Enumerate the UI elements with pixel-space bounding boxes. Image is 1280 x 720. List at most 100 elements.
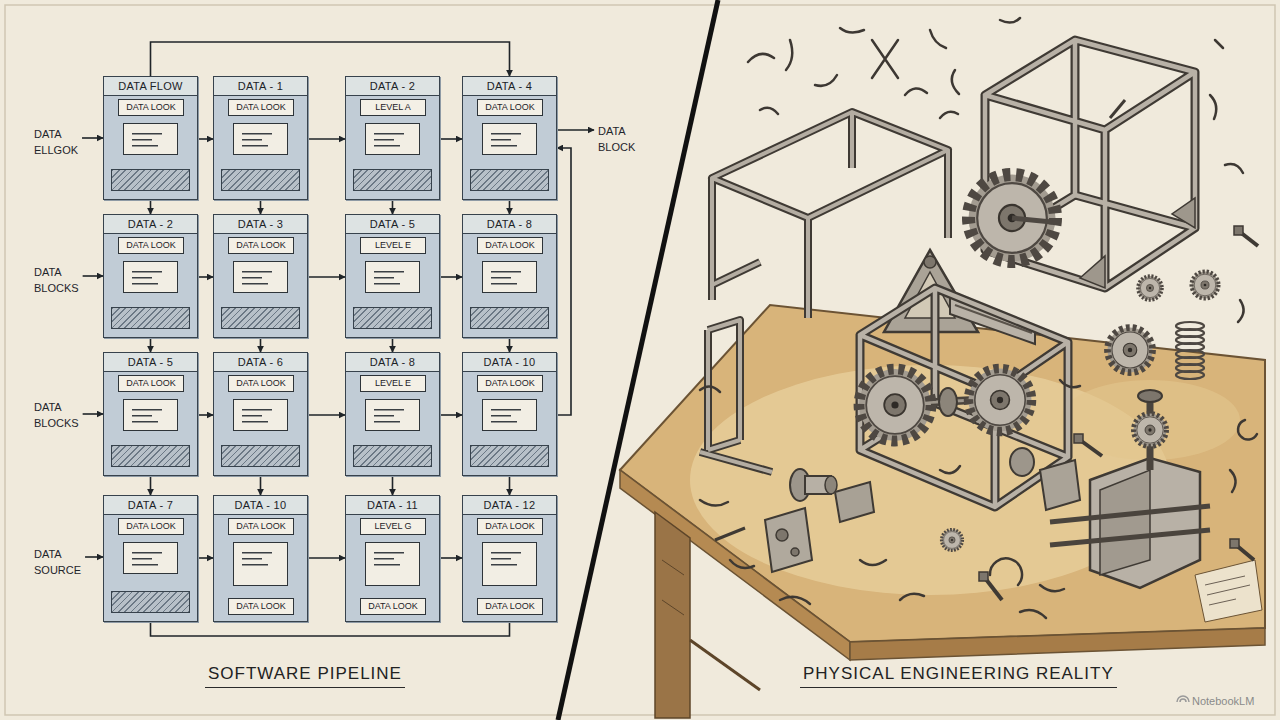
flow-connector: [440, 138, 462, 140]
input-arrow: [557, 129, 594, 131]
stage-header: DATA - 5: [128, 355, 173, 370]
cube-frame: [1172, 198, 1195, 228]
bracket-block: [825, 476, 837, 494]
small-gears: [1108, 328, 1153, 373]
vise-assembly: [1100, 470, 1150, 575]
flow-connector: [150, 200, 152, 214]
pipeline-stage-box: DATA - 1DATA LOOK: [213, 76, 308, 200]
tag-text: LEVEL E: [375, 239, 411, 252]
flow-connector: [392, 338, 394, 352]
stage-header: DATA - 10: [484, 355, 536, 370]
data-look-tag: DATA LOOK: [118, 237, 184, 254]
panel-divider: [558, 0, 718, 720]
hatched-bar: [111, 169, 190, 191]
pipeline-stage-box: DATA - 11 LEVEL G DATA LOOK: [345, 495, 440, 622]
process-block: [365, 542, 420, 586]
data-look-tag: LEVEL A: [360, 99, 426, 116]
pipeline-stage-box: DATA - 6DATA LOOK: [213, 352, 308, 476]
scrap-wires: [1230, 470, 1236, 492]
data-look-tag: DATA LOOK: [228, 518, 294, 535]
stage-header: DATA - 8: [370, 355, 415, 370]
main-frame: [860, 288, 1068, 507]
spring: [1176, 322, 1204, 379]
workbench: [655, 512, 690, 718]
scrap-wires: [700, 386, 720, 392]
input-label: DATA BLOCKS: [34, 264, 79, 296]
stage-header: DATA - 4: [487, 79, 532, 94]
process-block: [482, 261, 537, 293]
hatched-bar: [353, 169, 432, 191]
data-look-tag: DATA LOOK: [228, 598, 294, 615]
pipeline-connectors: [151, 42, 572, 636]
pipeline-stage-box: DATA - 10 DATA LOOK: [462, 352, 557, 476]
flow-connector: [308, 557, 345, 559]
tag-text: DATA LOOK: [126, 239, 176, 252]
tag-text: LEVEL A: [375, 101, 411, 114]
watermark-icon: [1177, 696, 1189, 702]
bracket-block: [835, 482, 874, 522]
data-look-tag: DATA LOOK: [477, 237, 543, 254]
data-look-tag: DATA LOOK: [360, 598, 426, 615]
a-bracket: [924, 256, 936, 268]
scrap-wires: [815, 75, 837, 86]
data-look-tag: DATA LOOK: [477, 598, 543, 615]
pipeline-stage-box: DATA - 5LEVEL E: [345, 214, 440, 338]
pipeline-stage-box: DATA - 12DATA LOOKDATA LOOK: [462, 495, 557, 622]
main-frame: [939, 388, 957, 416]
process-block: [123, 399, 178, 431]
panel-divider: [558, 0, 718, 720]
tag-text: DATA LOOK: [236, 520, 286, 533]
process-block: [482, 123, 537, 155]
flow-connector: [198, 276, 213, 278]
watermark-icon: [1177, 696, 1189, 702]
scrap-wires: [760, 108, 778, 114]
tag-text: DATA LOOK: [485, 377, 535, 390]
scrap-wires: [700, 500, 728, 506]
scrap-wires: [1210, 95, 1216, 119]
flow-connector: [151, 622, 510, 636]
main-frame: [859, 369, 931, 441]
stage-header: DATA - 2: [370, 79, 415, 94]
tag-text: DATA LOOK: [236, 101, 286, 114]
data-look-tag: LEVEL G: [360, 518, 426, 535]
hatched-bar: [221, 445, 300, 467]
tag-text: LEVEL G: [374, 520, 411, 533]
vise-assembly: [1090, 458, 1200, 588]
vise-assembly: [1050, 530, 1210, 545]
flow-connector: [198, 138, 213, 140]
pipeline-stage-box: DATA - 3DATA LOOK: [213, 214, 308, 338]
panel-caption: PHYSICAL ENGINEERING REALITY: [800, 664, 1117, 688]
input-label: DATA BLOCKS: [34, 399, 79, 431]
tag-text: DATA LOOK: [485, 600, 535, 613]
vise-assembly: [1040, 460, 1080, 510]
process-block: [233, 542, 288, 586]
flow-connector: [509, 200, 511, 214]
scrap-wires: [1215, 40, 1223, 48]
flow-connector: [308, 414, 345, 416]
scrap-wires: [1238, 300, 1244, 322]
stage-header: DATA - 10: [235, 498, 287, 513]
workbench: [662, 600, 684, 615]
data-look-tag: DATA LOOK: [228, 375, 294, 392]
hatched-bar: [111, 307, 190, 329]
scrap-wires: [1225, 164, 1243, 173]
hatched-bar: [221, 307, 300, 329]
hatched-bar: [353, 307, 432, 329]
stage-header: DATA - 11: [367, 498, 418, 513]
data-look-tag: DATA LOOK: [228, 99, 294, 116]
sketch-paper: [1195, 560, 1262, 622]
input-label: DATA SOURCE: [34, 546, 81, 578]
data-look-tag: DATA LOOK: [477, 99, 543, 116]
flow-connector: [509, 476, 511, 495]
data-look-tag: DATA LOOK: [118, 375, 184, 392]
watermark: NotebookLM: [1192, 694, 1254, 708]
large-gear: [969, 175, 1056, 262]
scrap-wires: [930, 30, 946, 48]
flow-connector: [260, 338, 262, 352]
scrap-wires: [940, 112, 958, 118]
hatched-bar: [470, 445, 549, 467]
main-frame: [859, 288, 1068, 507]
process-block: [233, 261, 288, 293]
bracket-block: [765, 508, 812, 572]
process-block: [233, 399, 288, 431]
